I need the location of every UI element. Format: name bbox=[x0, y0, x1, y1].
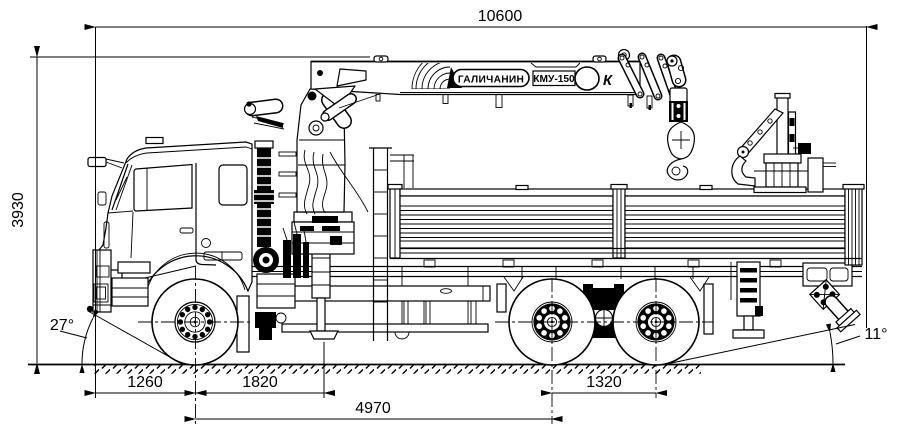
hook bbox=[666, 158, 689, 181]
column-steps bbox=[278, 151, 297, 198]
stowed-cylinder bbox=[243, 98, 285, 130]
roof-hatch bbox=[145, 136, 164, 145]
column-pivot bbox=[308, 120, 324, 136]
fan-logo bbox=[411, 63, 451, 89]
grab-handle bbox=[103, 221, 110, 249]
model-label: КМУ-150 bbox=[533, 74, 575, 85]
bed-panel-2 bbox=[624, 195, 846, 249]
dim-overall-length: 10600 bbox=[84, 8, 878, 398]
manufacturer-label: ГАЛИЧАНИН bbox=[458, 74, 524, 85]
circle-logo bbox=[574, 66, 600, 91]
dim-axle-to-outrigger-label: 1820 bbox=[242, 374, 278, 391]
manufacturer-badge bbox=[452, 68, 530, 88]
tow-hook bbox=[86, 305, 94, 313]
behind-cab-equipment bbox=[255, 273, 296, 340]
hoist-hook-arm bbox=[731, 155, 756, 187]
bed-rear-wall bbox=[842, 183, 865, 266]
dim-front-overhang: 1260 bbox=[84, 374, 207, 396]
wiper bbox=[115, 176, 128, 201]
wheels bbox=[138, 278, 713, 366]
truck-cab bbox=[86, 136, 253, 313]
front-wheel-bolts bbox=[177, 304, 213, 340]
ground bbox=[28, 363, 845, 374]
folded-jib bbox=[617, 48, 696, 181]
approach-angle: 27° bbox=[50, 309, 184, 374]
dim-overall-height: 3930 bbox=[10, 46, 370, 374]
mirror bbox=[87, 156, 125, 206]
cargo-bed bbox=[387, 183, 865, 268]
bed-middle-stake bbox=[612, 187, 626, 259]
front-mudflap bbox=[236, 295, 250, 353]
cab-steps bbox=[111, 261, 151, 307]
dim-rear-axle-spacing-label: 1320 bbox=[586, 374, 622, 391]
dimensions: 10600 3930 1260 1820 1320 4970 bbox=[10, 8, 888, 424]
dim-wheelbase-label: 4970 bbox=[355, 400, 391, 417]
hoist-arm bbox=[736, 108, 784, 159]
frame-brackets bbox=[503, 267, 710, 292]
rear-bogie-front-flap bbox=[496, 283, 507, 313]
rear-mudflap bbox=[703, 283, 714, 335]
door-window bbox=[133, 163, 193, 212]
letter-logo: К bbox=[603, 73, 613, 89]
bed-latches bbox=[423, 259, 782, 268]
front-outrigger-pad bbox=[309, 330, 339, 340]
hoist-base-plate bbox=[753, 186, 807, 194]
approach-angle-label: 27° bbox=[50, 317, 74, 334]
crane-subframe-beams bbox=[281, 267, 491, 340]
rear-outrigger-jack bbox=[730, 261, 765, 339]
hoist-side-box bbox=[807, 157, 824, 193]
rear-spare-wheel-hoist bbox=[731, 92, 836, 194]
ground-hatching bbox=[94, 365, 701, 374]
boom-lift-cylinder bbox=[322, 93, 357, 121]
chassis bbox=[236, 227, 862, 353]
rear-wheel-1-holes bbox=[536, 305, 568, 339]
rail-cleat-1 bbox=[515, 184, 529, 191]
bed-panel-1 bbox=[399, 195, 614, 249]
dim-wheelbase: 4970 bbox=[184, 400, 563, 422]
hook-block bbox=[666, 87, 696, 181]
door-handle bbox=[179, 227, 194, 234]
dim-rear-axle-spacing: 1320 bbox=[541, 374, 667, 396]
boom-tie-lug-2 bbox=[592, 55, 607, 63]
front-bumper bbox=[86, 249, 112, 313]
hoist-base-top bbox=[763, 153, 802, 164]
rear-side-window bbox=[218, 164, 248, 206]
crane-boom: ГАЛИЧАНИН КМУ-150 К bbox=[307, 55, 641, 122]
dim-overall-height-label: 3930 bbox=[10, 192, 27, 228]
fog-light bbox=[93, 283, 109, 303]
access-ladder bbox=[369, 147, 414, 341]
air-intake-stack bbox=[253, 140, 279, 273]
rail-cleat-2 bbox=[699, 184, 713, 191]
boom-tie-lug-1 bbox=[373, 55, 389, 63]
fuel-cap bbox=[201, 238, 211, 248]
valve-bank bbox=[282, 216, 342, 278]
hydraulic-hoses bbox=[303, 149, 369, 215]
departure-angle: 11° bbox=[668, 323, 888, 373]
jib-head bbox=[666, 54, 687, 88]
departure-angle-label: 11° bbox=[864, 326, 887, 343]
dim-axle-to-outrigger: 1820 bbox=[184, 342, 335, 398]
hoist-mast bbox=[776, 96, 789, 159]
rear-swing-outrigger bbox=[808, 278, 861, 333]
dim-overall-length-label: 10600 bbox=[478, 8, 523, 25]
dim-front-overhang-label: 1260 bbox=[127, 374, 163, 391]
